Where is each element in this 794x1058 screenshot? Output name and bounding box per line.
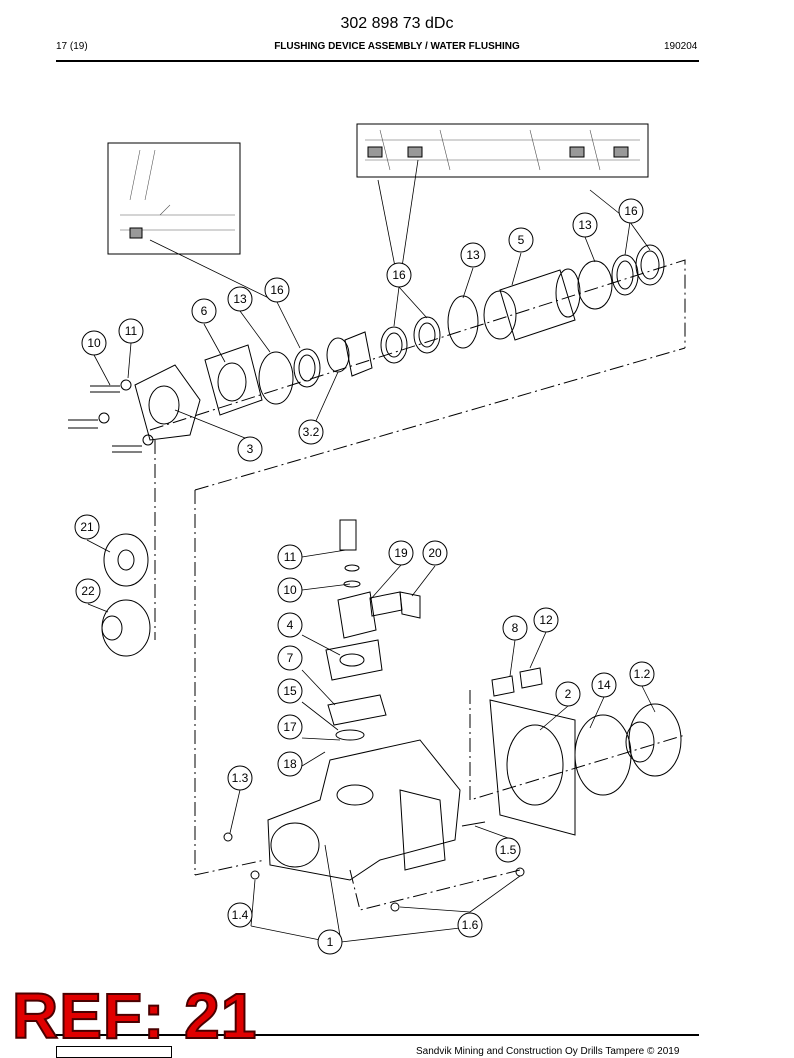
callout-label: 3.2 — [303, 425, 320, 439]
callout-19: 19 — [388, 540, 414, 566]
callout-16: 16 — [386, 262, 412, 288]
callout-label: 6 — [201, 304, 208, 318]
callout-label: 19 — [394, 546, 408, 560]
main-housing — [267, 739, 461, 881]
callout-17: 17 — [277, 714, 303, 740]
callout-label: 15 — [283, 684, 297, 698]
callout-label: 13 — [233, 292, 247, 306]
callout-13: 13 — [227, 286, 253, 312]
callout-label: 1.5 — [500, 843, 517, 857]
callout-13: 13 — [572, 212, 598, 238]
document-number: 302 898 73 dDc — [340, 15, 454, 32]
callout-12: 12 — [533, 607, 559, 633]
detail-inset-top — [356, 123, 649, 178]
callout-label: 10 — [87, 336, 101, 350]
callout-18: 18 — [277, 751, 303, 777]
callout-label: 3 — [247, 442, 254, 456]
callout-label: 12 — [539, 613, 553, 627]
callout-label: 1.6 — [462, 918, 479, 932]
callout-6: 6 — [191, 298, 217, 324]
callout-label: 1.4 — [232, 908, 249, 922]
page-title: FLUSHING DEVICE ASSEMBLY / WATER FLUSHIN… — [274, 41, 520, 52]
footer-copyright: Sandvik Mining and Construction Oy Drill… — [416, 1046, 680, 1057]
callout-label: 1.2 — [634, 667, 651, 681]
callout-13: 13 — [460, 242, 486, 268]
detail-inset-left — [107, 142, 241, 255]
callout-1-2: 1.2 — [629, 661, 655, 687]
callout-label: 16 — [392, 268, 406, 282]
callout-5: 5 — [508, 227, 534, 253]
callout-2: 2 — [555, 681, 581, 707]
callout-14: 14 — [591, 672, 617, 698]
callout-1-6: 1.6 — [457, 912, 483, 938]
callout-11: 11 — [118, 318, 144, 344]
callout-label: 11 — [125, 324, 138, 338]
callout-10: 10 — [277, 577, 303, 603]
page-number: 17 (19) — [56, 41, 88, 52]
callout-label: 10 — [283, 583, 297, 597]
callout-15: 15 — [277, 678, 303, 704]
upper-axis-line — [149, 259, 686, 431]
callout-label: 20 — [428, 546, 442, 560]
callout-1-3: 1.3 — [227, 765, 253, 791]
callout-label: 18 — [283, 757, 297, 771]
callout-8: 8 — [502, 615, 528, 641]
callout-label: 7 — [287, 651, 294, 665]
callout-label: 13 — [578, 218, 592, 232]
callout-16: 16 — [264, 277, 290, 303]
callout-4: 4 — [277, 612, 303, 638]
callout-11: 11 — [277, 544, 303, 570]
header-rule — [56, 60, 699, 62]
date-code: 190204 — [664, 41, 698, 52]
callout-label: 1 — [327, 935, 334, 949]
callout-label: 16 — [624, 204, 638, 218]
callout-label: 4 — [287, 618, 294, 632]
callout-21: 21 — [74, 514, 100, 540]
callout-label: 1.3 — [232, 771, 249, 785]
ref-stamp: REF: 21 — [11, 980, 258, 1052]
footer-rule — [56, 1034, 699, 1036]
callout-label: 17 — [283, 720, 297, 734]
callout-16: 16 — [618, 198, 644, 224]
callout-10: 10 — [81, 330, 107, 356]
callout-3-2: 3.2 — [298, 419, 324, 445]
callout-label: 16 — [270, 283, 284, 297]
callout-label: 2 — [565, 687, 572, 701]
callout-22: 22 — [75, 578, 101, 604]
callout-label: 5 — [518, 233, 525, 247]
callout-label: 8 — [512, 621, 519, 635]
callout-label: 22 — [81, 584, 95, 598]
callout-1: 1 — [317, 929, 343, 955]
gasket-2 — [489, 699, 576, 836]
callout-label: 21 — [80, 520, 94, 534]
callout-label: 11 — [284, 550, 297, 564]
callout-3: 3 — [237, 436, 263, 462]
callout-20: 20 — [422, 540, 448, 566]
callout-1-4: 1.4 — [227, 902, 253, 928]
callout-label: 13 — [466, 248, 480, 262]
callout-1-5: 1.5 — [495, 837, 521, 863]
callout-7: 7 — [277, 645, 303, 671]
callout-label: 14 — [597, 678, 611, 692]
